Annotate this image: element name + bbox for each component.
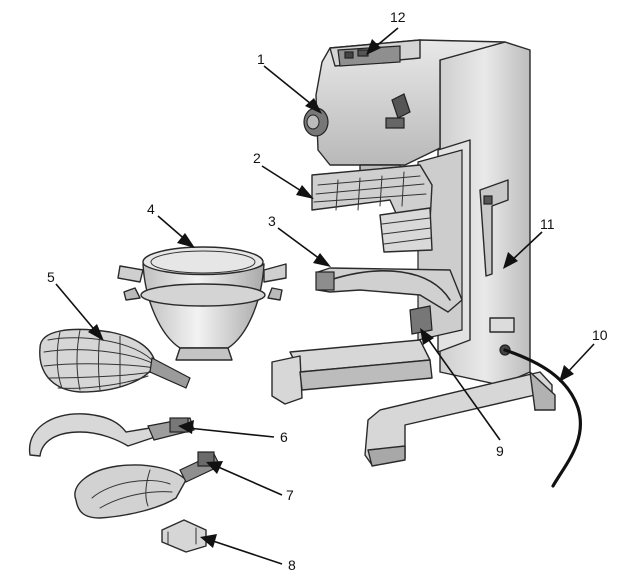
label-6: 6 xyxy=(280,429,288,445)
label-7: 7 xyxy=(286,487,294,503)
label-2: 2 xyxy=(253,150,261,166)
label-12: 12 xyxy=(390,9,406,25)
dough-hook xyxy=(28,413,195,457)
mixing-bowl xyxy=(117,246,287,361)
wire-whip xyxy=(39,328,191,393)
flat-beater xyxy=(74,451,221,519)
label-3: 3 xyxy=(268,213,276,229)
accessory-clip xyxy=(161,519,207,553)
label-11: 11 xyxy=(540,216,555,232)
label-1: 1 xyxy=(257,51,265,67)
mixer-head xyxy=(303,39,506,186)
label-8: 8 xyxy=(288,557,296,573)
label-5: 5 xyxy=(47,269,55,285)
label-9: 9 xyxy=(496,443,504,459)
label-4: 4 xyxy=(147,201,155,217)
label-10: 10 xyxy=(592,327,608,343)
bowl-support-arm xyxy=(315,267,463,335)
leader-lines xyxy=(55,27,595,565)
shift-lever-icon xyxy=(391,93,411,119)
power-cord xyxy=(503,348,582,488)
callout-labels: 1 2 3 4 5 6 7 8 9 10 11 12 xyxy=(47,9,608,573)
bowl-guard xyxy=(311,164,433,253)
